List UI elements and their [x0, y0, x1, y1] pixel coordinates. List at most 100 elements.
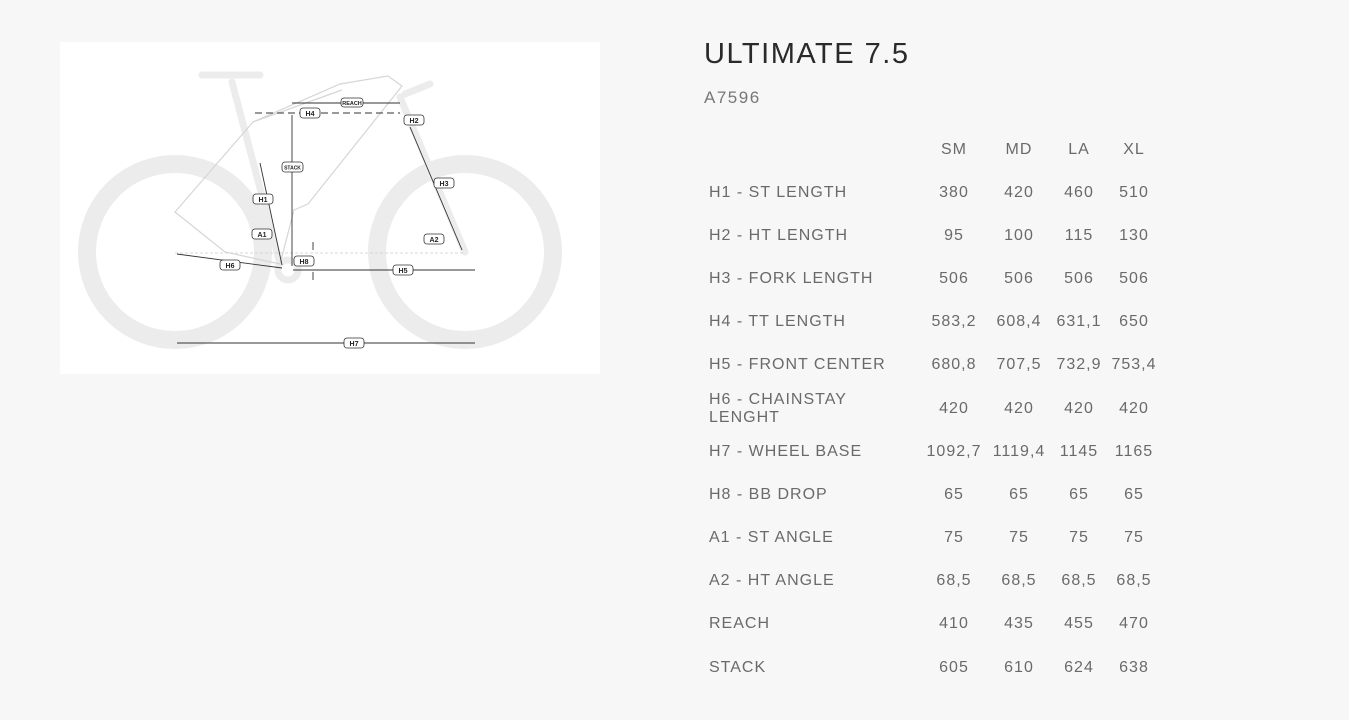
table-row: H3 - FORK LENGTH 506 506 506 506: [704, 257, 1161, 300]
table-row: H8 - BB DROP 65 65 65 65: [704, 473, 1161, 516]
wheels: [78, 155, 562, 349]
measurement-value: 100: [1004, 226, 1034, 244]
measurement-value: 75: [1124, 529, 1144, 547]
table-row: A1 - ST ANGLE 75 75 75 75: [704, 517, 1161, 560]
measurement-value: 624: [1064, 658, 1094, 676]
label-h2: H2: [410, 118, 419, 125]
measurement-value: 75: [1009, 529, 1029, 547]
label-h3: H3: [440, 181, 449, 188]
measurement-value: 631,1: [1056, 313, 1102, 331]
bike-geometry-drawing: REACH H4 H2 STACK H1 H3 A1 A2 H6 H8 H5 H…: [78, 71, 562, 349]
measurement-value: 638: [1119, 658, 1149, 676]
measurement-value: 65: [1009, 485, 1029, 503]
label-a1: A1: [258, 232, 267, 239]
header-size: LA: [1068, 140, 1090, 158]
measurement-value: 1092,7: [926, 442, 982, 460]
table-row: H1 - ST LENGTH 380 420 460 510: [704, 171, 1161, 214]
measurement-value: 460: [1064, 183, 1094, 201]
dimension-labels: [219, 97, 455, 349]
table-row: H4 - TT LENGTH 583,2 608,4 631,1 650: [704, 301, 1161, 344]
measurement-value: 707,5: [996, 356, 1042, 374]
measurement-name: H6 - CHAINSTAY LENGHT: [709, 390, 847, 426]
measurement-name: H3 - FORK LENGTH: [709, 269, 874, 287]
table-row: H5 - FRONT CENTER 680,8 707,5 732,9 753,4: [704, 344, 1161, 387]
measurement-value: 410: [939, 615, 969, 633]
geometry-diagram: REACH H4 H2 STACK H1 H3 A1 A2 H6 H8 H5 H…: [60, 42, 600, 374]
measurement-value: 583,2: [931, 313, 977, 331]
label-h7: H7: [350, 341, 359, 348]
measurement-value: 510: [1119, 183, 1149, 201]
measurement-value: 380: [939, 183, 969, 201]
measurement-name: H5 - FRONT CENTER: [709, 356, 886, 374]
measurement-value: 506: [1004, 269, 1034, 287]
measurement-value: 420: [1004, 183, 1034, 201]
measurement-value: 65: [1069, 485, 1089, 503]
measurement-value: 65: [1124, 485, 1144, 503]
measurement-value: 68,5: [936, 572, 972, 590]
measurement-value: 420: [1004, 399, 1034, 417]
front-wheel: [368, 155, 562, 349]
measurement-value: 506: [1064, 269, 1094, 287]
label-reach: REACH: [342, 101, 362, 107]
measurement-value: 732,9: [1056, 356, 1102, 374]
header-size: SM: [941, 140, 967, 158]
measurement-value: 65: [944, 485, 964, 503]
label-h6: H6: [226, 263, 235, 270]
measurement-value: 75: [944, 529, 964, 547]
measurement-value: 420: [939, 399, 969, 417]
header-size: MD: [1005, 140, 1033, 158]
label-h5: H5: [399, 268, 408, 275]
measurement-value: 95: [944, 226, 964, 244]
table-row: H6 - CHAINSTAY LENGHT 420 420 420 420: [704, 387, 1161, 430]
measurement-value: 650: [1119, 313, 1149, 331]
measurement-name: H8 - BB DROP: [709, 485, 828, 503]
product-title: ULTIMATE 7.5: [704, 38, 910, 70]
measurement-value: 68,5: [1061, 572, 1097, 590]
label-a2: A2: [430, 237, 439, 244]
measurement-value: 75: [1069, 529, 1089, 547]
product-code: A7596: [704, 88, 761, 107]
rear-wheel: [78, 155, 272, 349]
measurement-value: 68,5: [1116, 572, 1152, 590]
table-row: H7 - WHEEL BASE 1092,7 1119,4 1145 1165: [704, 430, 1161, 473]
measurement-name: REACH: [709, 615, 771, 633]
measurement-name: H1 - ST LENGTH: [709, 183, 848, 201]
measurement-name: H4 - TT LENGTH: [709, 313, 846, 331]
measurement-value: 1145: [1059, 442, 1099, 460]
table-row: STACK 605 610 624 638: [704, 646, 1161, 689]
table-row: A2 - HT ANGLE 68,5 68,5 68,5 68,5: [704, 560, 1161, 603]
measurement-name: H7 - WHEEL BASE: [709, 442, 863, 460]
header-size: XL: [1123, 140, 1145, 158]
measurement-value: 130: [1119, 226, 1149, 244]
measurement-name: A2 - HT ANGLE: [709, 572, 835, 590]
label-stack: STACK: [284, 166, 301, 172]
table-header-row: SM MD LA XL: [704, 128, 1161, 171]
measurement-name: H2 - HT LENGTH: [709, 226, 849, 244]
measurement-value: 1165: [1114, 442, 1154, 460]
measurement-value: 420: [1119, 399, 1149, 417]
dimension-lines: [176, 102, 475, 344]
measurement-value: 610: [1004, 658, 1034, 676]
measurement-value: 605: [939, 658, 969, 676]
measurement-value: 506: [1119, 269, 1149, 287]
measurement-value: 506: [939, 269, 969, 287]
header-empty: [704, 128, 921, 171]
measurement-value: 608,4: [996, 313, 1042, 331]
measurement-value: 470: [1119, 615, 1149, 633]
label-h1: H1: [259, 197, 268, 204]
measurement-value: 753,4: [1111, 356, 1157, 374]
table-row: H2 - HT LENGTH 95 100 115 130: [704, 214, 1161, 257]
measurement-value: 420: [1064, 399, 1094, 417]
measurement-value: 455: [1064, 615, 1094, 633]
measurement-name: STACK: [709, 658, 767, 676]
measurement-value: 68,5: [1001, 572, 1037, 590]
measurement-value: 115: [1064, 226, 1094, 244]
label-h8: H8: [300, 259, 309, 266]
label-h4: H4: [306, 111, 315, 118]
measurement-value: 435: [1004, 615, 1034, 633]
measurement-value: 1119,4: [992, 442, 1046, 460]
measurement-value: 680,8: [931, 356, 977, 374]
measurement-name: A1 - ST ANGLE: [709, 529, 834, 547]
table-row: REACH 410 435 455 470: [704, 603, 1161, 646]
